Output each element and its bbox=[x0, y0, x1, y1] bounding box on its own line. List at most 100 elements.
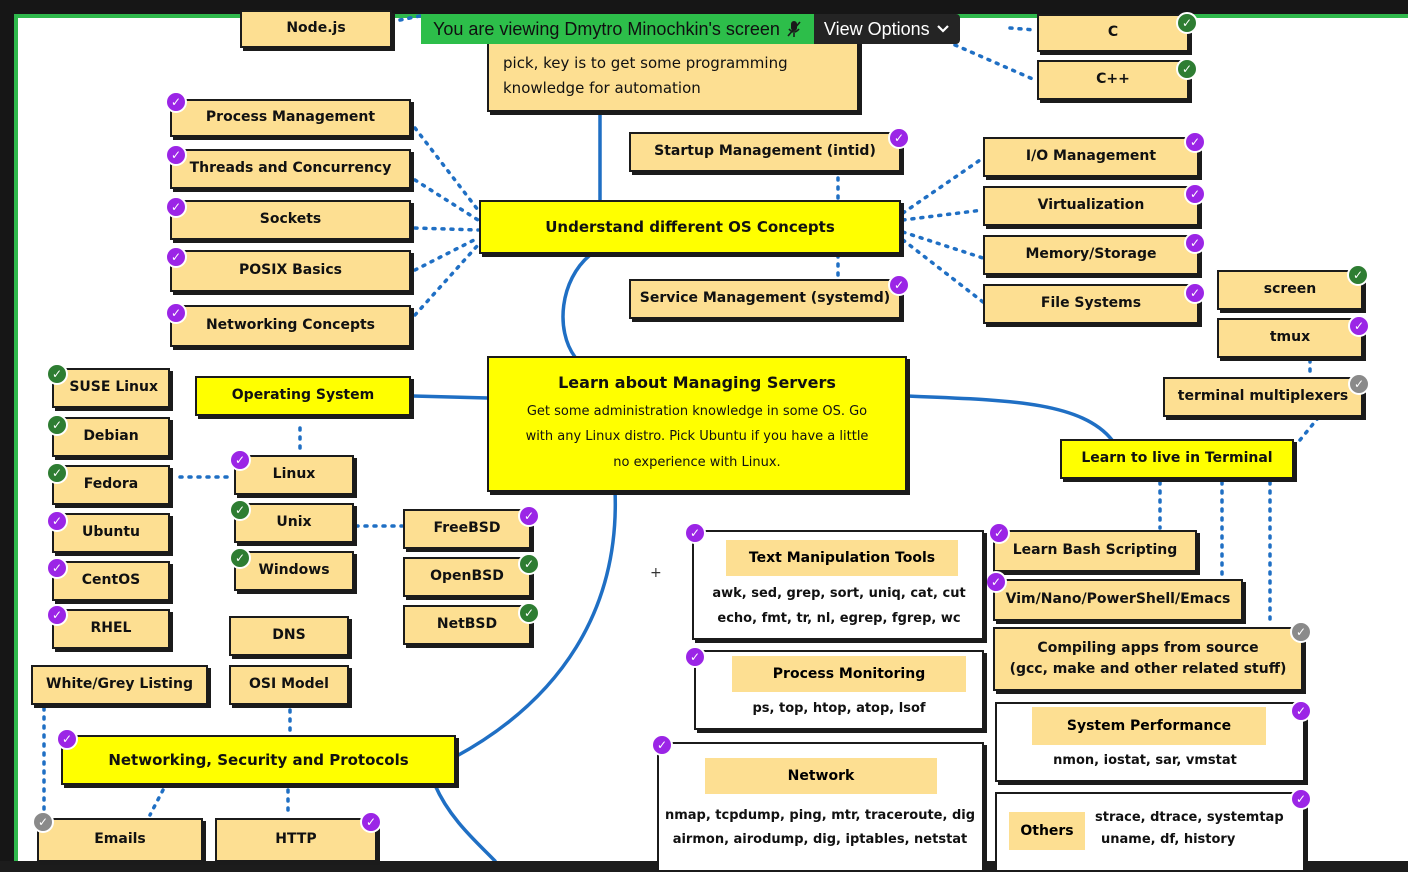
node-http[interactable]: HTTP bbox=[215, 818, 377, 862]
topic-networking[interactable]: Networking, Security and Protocols bbox=[61, 735, 456, 785]
node-openbsd[interactable]: OpenBSD bbox=[403, 557, 531, 597]
check-badge-icon: ✓ bbox=[1290, 788, 1312, 810]
node-label: Compiling apps from source bbox=[1037, 639, 1259, 656]
node-memory-storage[interactable]: Memory/Storage bbox=[983, 235, 1199, 275]
check-badge-icon: ✓ bbox=[165, 196, 187, 218]
node-label: CentOS bbox=[81, 572, 141, 589]
node-freebsd[interactable]: FreeBSD bbox=[403, 509, 531, 549]
node-startup-management[interactable]: Startup Management (intid) bbox=[629, 132, 901, 172]
topic-label: Operating System bbox=[231, 387, 375, 404]
topic-operating-system[interactable]: Operating System bbox=[195, 376, 411, 416]
node-fedora[interactable]: Fedora bbox=[52, 465, 170, 505]
node-label: Networking Concepts bbox=[205, 317, 376, 334]
node-virtualization[interactable]: Virtualization bbox=[983, 186, 1199, 226]
node-label: Memory/Storage bbox=[1025, 246, 1157, 263]
card-desc-line: uname, df, history bbox=[1101, 832, 1236, 847]
node-terminal-multiplexers[interactable]: terminal multiplexers bbox=[1163, 377, 1363, 417]
node-rhel[interactable]: RHEL bbox=[52, 609, 170, 649]
node-io-management[interactable]: I/O Management bbox=[983, 137, 1199, 177]
node-label: Startup Management (intid) bbox=[654, 143, 876, 160]
node-label: OpenBSD bbox=[430, 568, 504, 585]
node-compiling[interactable]: Compiling apps from source (gcc, make an… bbox=[993, 627, 1303, 691]
check-badge-icon: ✓ bbox=[56, 728, 78, 750]
check-badge-icon: ✓ bbox=[1184, 183, 1206, 205]
node-posix[interactable]: POSIX Basics bbox=[170, 250, 411, 292]
check-badge-icon: ✓ bbox=[360, 811, 382, 833]
card-desc-line: airmon, airodump, dig, iptables, netstat bbox=[672, 832, 968, 847]
check-badge-icon: ✓ bbox=[1348, 373, 1370, 395]
node-networking-concepts[interactable]: Networking Concepts bbox=[170, 305, 411, 347]
check-badge-icon: ✓ bbox=[684, 522, 706, 544]
node-netbsd[interactable]: NetBSD bbox=[403, 605, 531, 645]
node-c[interactable]: C bbox=[1037, 14, 1189, 52]
view-options-label: View Options bbox=[823, 18, 930, 39]
check-badge-icon: ✓ bbox=[32, 811, 54, 833]
check-badge-icon: ✓ bbox=[518, 505, 540, 527]
node-screen[interactable]: screen bbox=[1217, 270, 1363, 310]
topic-managing-servers[interactable]: Learn about Managing Servers Get some ad… bbox=[487, 356, 907, 492]
view-options-button[interactable]: View Options bbox=[813, 14, 960, 44]
check-badge-icon: ✓ bbox=[229, 547, 251, 569]
node-label: I/O Management bbox=[1025, 148, 1157, 165]
node-debian[interactable]: Debian bbox=[52, 417, 170, 457]
node-label: NetBSD bbox=[436, 616, 498, 633]
node-threads[interactable]: Threads and Concurrency bbox=[170, 149, 411, 189]
node-process-management[interactable]: Process Management bbox=[170, 99, 411, 137]
check-badge-icon: ✓ bbox=[518, 602, 540, 624]
node-label: Virtualization bbox=[1037, 197, 1145, 214]
node-label: RHEL bbox=[90, 620, 132, 637]
node-label: SUSE Linux bbox=[69, 379, 158, 396]
node-tmux[interactable]: tmux bbox=[1217, 318, 1363, 358]
check-badge-icon: ✓ bbox=[988, 522, 1010, 544]
node-unix[interactable]: Unix bbox=[234, 503, 354, 543]
topic-desc-line: Get some administration knowledge in som… bbox=[526, 403, 868, 419]
node-label: POSIX Basics bbox=[238, 262, 342, 279]
card-desc-line: nmap, tcpdump, ping, mtr, traceroute, di… bbox=[664, 808, 976, 823]
node-white-grey-listing[interactable]: White/Grey Listing bbox=[31, 665, 208, 705]
node-centos[interactable]: CentOS bbox=[52, 561, 170, 601]
node-label: Fedora bbox=[83, 476, 139, 493]
note-line: pick, key is to get some programming bbox=[503, 54, 788, 73]
check-badge-icon: ✓ bbox=[1176, 58, 1198, 80]
node-label: Learn Bash Scripting bbox=[1012, 542, 1178, 559]
mic-muted-icon bbox=[787, 21, 801, 37]
check-badge-icon: ✓ bbox=[651, 734, 673, 756]
topic-label: Learn to live in Terminal bbox=[1081, 450, 1273, 467]
node-emails[interactable]: Emails bbox=[37, 818, 203, 862]
check-badge-icon: ✓ bbox=[1290, 621, 1312, 643]
node-suse[interactable]: SUSE Linux bbox=[52, 368, 170, 408]
check-badge-icon: ✓ bbox=[165, 144, 187, 166]
card-desc-line: strace, dtrace, systemtap bbox=[1095, 810, 1284, 825]
topic-label: Networking, Security and Protocols bbox=[108, 750, 409, 769]
node-file-systems[interactable]: File Systems bbox=[983, 284, 1199, 324]
topic-terminal[interactable]: Learn to live in Terminal bbox=[1060, 439, 1294, 479]
topic-os-concepts[interactable]: Understand different OS Concepts bbox=[479, 200, 901, 254]
node-label: Unix bbox=[276, 514, 312, 531]
node-bash-scripting[interactable]: Learn Bash Scripting bbox=[993, 530, 1197, 572]
card-label: Network bbox=[705, 758, 937, 794]
node-osi-model[interactable]: OSI Model bbox=[229, 665, 349, 705]
check-badge-icon: ✓ bbox=[518, 553, 540, 575]
node-nodejs[interactable]: Node.js bbox=[240, 10, 392, 48]
check-badge-icon: ✓ bbox=[1290, 700, 1312, 722]
check-badge-icon: ✓ bbox=[684, 646, 706, 668]
card-desc-line: awk, sed, grep, sort, uniq, cat, cut bbox=[712, 586, 966, 601]
viewing-notice: You are viewing Dmytro Minochkin's scree… bbox=[421, 14, 814, 44]
node-programming-note[interactable]: pick, key is to get some programming kno… bbox=[487, 40, 859, 112]
node-editors[interactable]: Vim/Nano/PowerShell/Emacs bbox=[993, 579, 1243, 621]
node-sockets[interactable]: Sockets bbox=[170, 200, 411, 240]
node-label: terminal multiplexers bbox=[1177, 388, 1349, 405]
check-badge-icon: ✓ bbox=[1347, 264, 1369, 286]
node-windows[interactable]: Windows bbox=[234, 551, 354, 591]
node-label: (gcc, make and other related stuff) bbox=[1009, 661, 1287, 677]
card-label: Others bbox=[1009, 812, 1085, 850]
check-badge-icon: ✓ bbox=[1184, 232, 1206, 254]
node-cpp[interactable]: C++ bbox=[1037, 60, 1189, 100]
check-badge-icon: ✓ bbox=[1184, 131, 1206, 153]
check-badge-icon: ✓ bbox=[46, 557, 68, 579]
node-dns[interactable]: DNS bbox=[229, 616, 349, 656]
node-service-management[interactable]: Service Management (systemd) bbox=[629, 279, 901, 319]
node-ubuntu[interactable]: Ubuntu bbox=[52, 513, 170, 553]
topic-title: Learn about Managing Servers bbox=[558, 372, 836, 392]
node-linux[interactable]: Linux bbox=[234, 455, 354, 495]
